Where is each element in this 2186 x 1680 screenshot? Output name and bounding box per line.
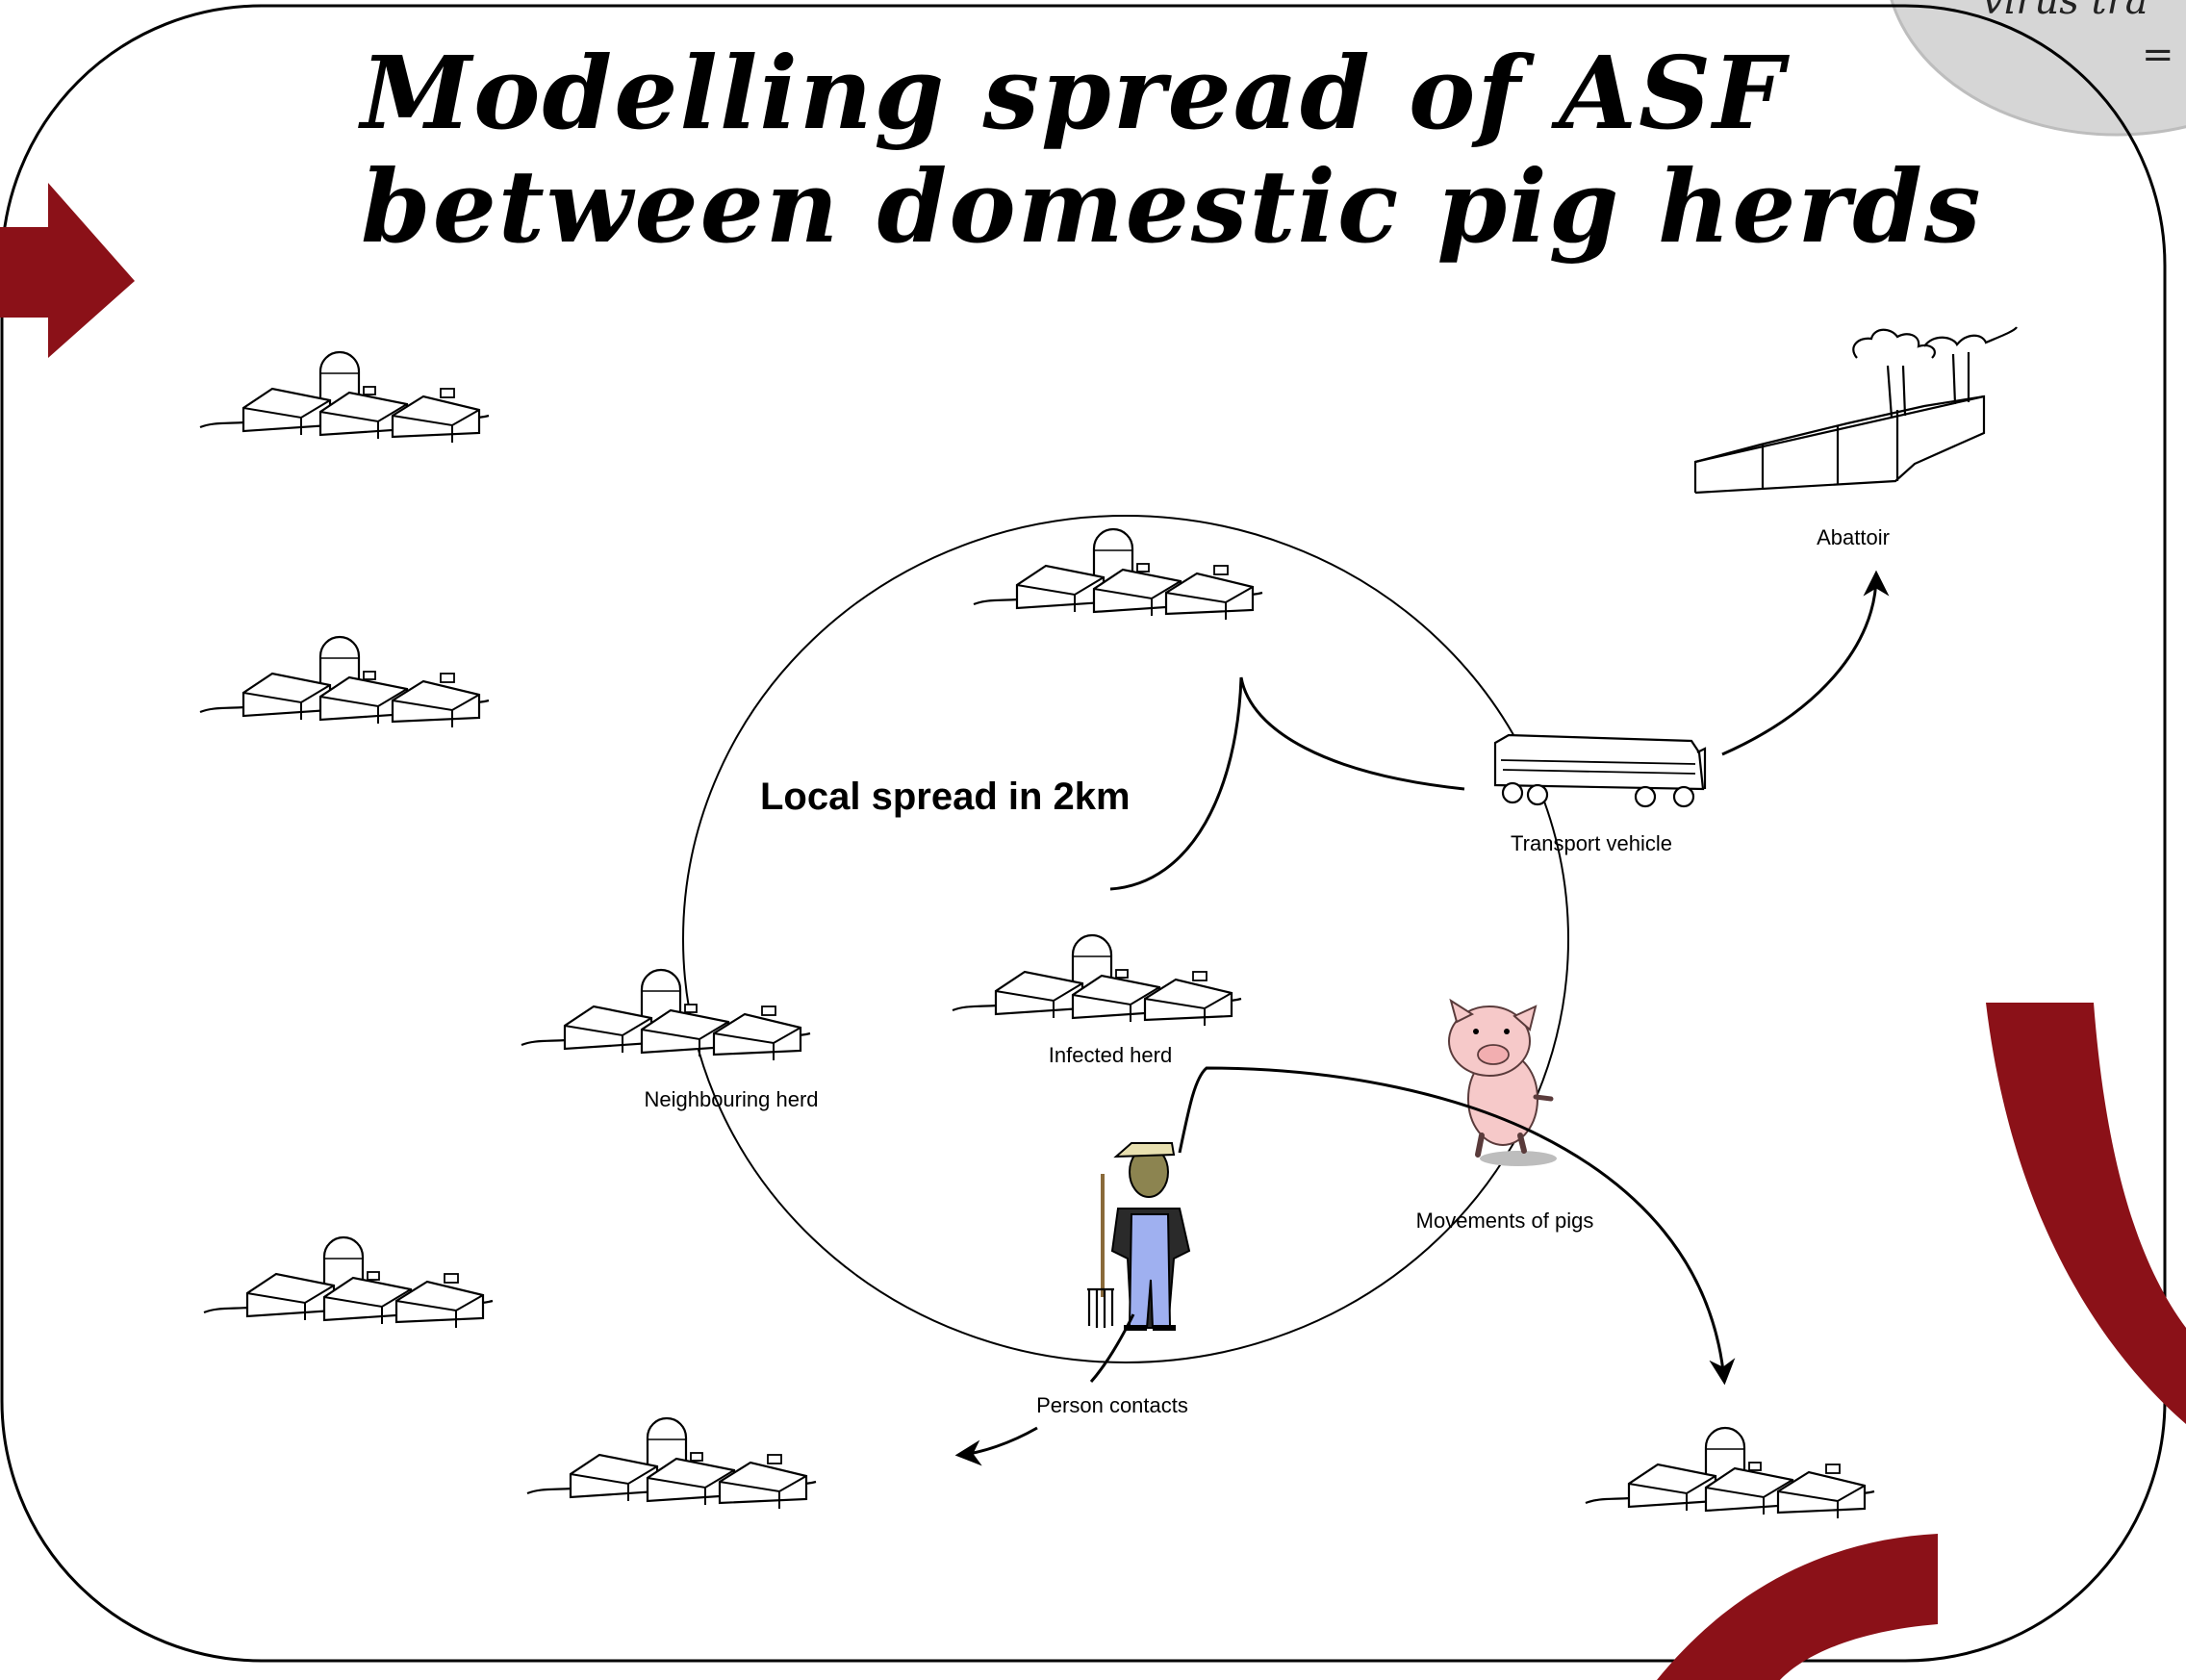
abattoir-label: Abattoir bbox=[1817, 525, 1890, 549]
red-arc-right bbox=[1986, 1003, 2186, 1424]
frame bbox=[0, 4, 2167, 1663]
local-spread-label: Local spread in 2km bbox=[760, 776, 1131, 818]
farm-icon bbox=[198, 350, 491, 445]
farm-icon bbox=[1584, 1426, 1876, 1520]
title-line-2: between domestic pig herds bbox=[361, 147, 1983, 266]
corner-note-bubble bbox=[1890, 0, 2186, 137]
person-contact-line bbox=[1089, 1313, 1135, 1383]
page-title: Modelling spread of ASF between domestic… bbox=[361, 34, 1983, 266]
neighbouring-herd-label: Neighbouring herd bbox=[644, 1087, 819, 1111]
person-contacts-label: Person contacts bbox=[1036, 1393, 1188, 1417]
farm-icon bbox=[198, 635, 491, 729]
farmer-icon bbox=[1087, 1142, 1191, 1331]
local-spread-bracket bbox=[1109, 676, 1465, 891]
corner-note-line-1: virus tra bbox=[1982, 0, 2148, 23]
transport-vehicle-label: Transport vehicle bbox=[1511, 831, 1672, 855]
movements-of-pigs-label: Movements of pigs bbox=[1415, 1209, 1594, 1233]
farm-icon bbox=[202, 1235, 495, 1330]
farm-icon bbox=[951, 933, 1243, 1028]
corner-note-line-2: = bbox=[2142, 33, 2174, 77]
person-contacts-arrow bbox=[954, 1426, 1038, 1466]
title-line-1: Modelling spread of ASF bbox=[361, 34, 1786, 152]
infected-herd-label: Infected herd bbox=[1048, 1043, 1173, 1067]
local-spread-circle bbox=[682, 515, 1569, 1363]
movements-arrow bbox=[1538, 1133, 1736, 1386]
farm-icon bbox=[525, 1416, 818, 1511]
abattoir-icon bbox=[1693, 326, 2018, 495]
truck-icon bbox=[1493, 733, 1707, 808]
red-arrow-icon bbox=[0, 183, 135, 358]
abattoir-arrow bbox=[1721, 570, 1890, 756]
pig-icon bbox=[1448, 998, 1557, 1166]
red-arc-bottom bbox=[1657, 1534, 1938, 1680]
farm-icon bbox=[972, 527, 1264, 622]
farm-icon bbox=[520, 968, 812, 1062]
pig-movement-line bbox=[1178, 1066, 1540, 1154]
